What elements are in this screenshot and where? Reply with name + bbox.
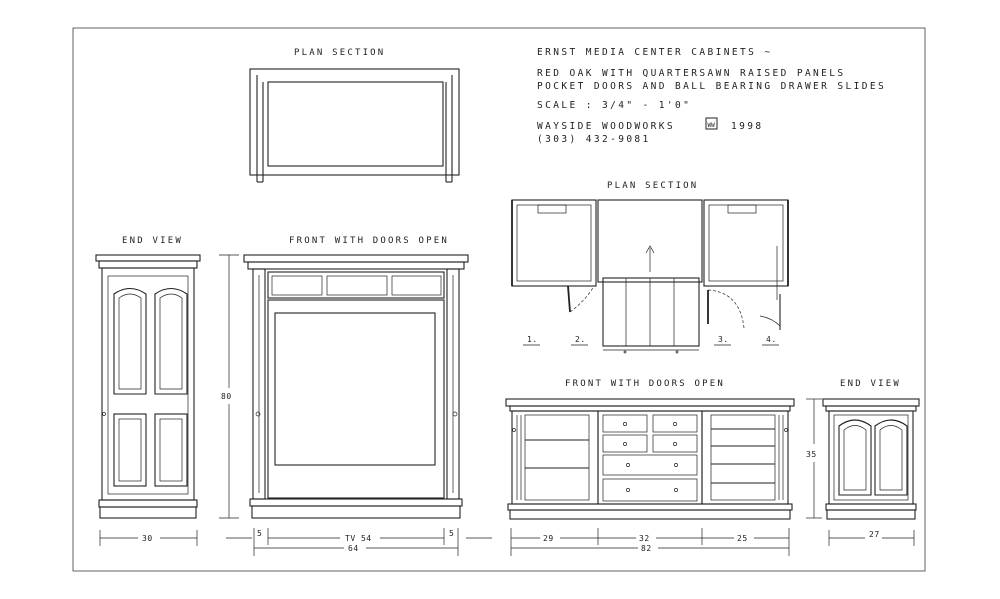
sheet-border: [72, 27, 926, 572]
maker-logo: WW: [705, 117, 718, 130]
year: 1998: [731, 121, 763, 132]
plan-section-top: PLAN SECTION: [249, 48, 460, 183]
dim-tall-tv: TV 54: [345, 534, 372, 543]
plan-marker-2: 2.: [575, 335, 586, 344]
dim-low-total: 82: [641, 544, 652, 553]
end-view-low: END VIEW 27: [822, 379, 920, 546]
dim-tall-height: 80: [221, 392, 232, 401]
title-line-1: ERNST MEDIA CENTER CABINETS ~: [537, 47, 772, 58]
plan-marker-3: 3.: [718, 335, 729, 344]
dim-low-right: 25: [737, 534, 748, 543]
label-plan-section-top: PLAN SECTION: [294, 48, 385, 58]
scale-note: SCALE : 3/4" - 1'0": [537, 100, 691, 111]
dim-tall-left: 5: [257, 529, 262, 538]
front-view-low: FRONT WITH DOORS OPEN: [505, 379, 822, 556]
label-end-view-left: END VIEW: [122, 236, 183, 246]
label-front-tall: FRONT WITH DOORS OPEN: [289, 236, 449, 246]
dim-low-left: 29: [543, 534, 554, 543]
title-line-3: POCKET DOORS AND BALL BEARING DRAWER SLI…: [537, 81, 886, 92]
plan-marker-1: 1.: [527, 335, 538, 344]
dim-end-left-width: 30: [142, 534, 153, 543]
plan-section-right: PLAN SECTION 1. 2. 3.: [511, 181, 789, 354]
front-view-tall: FRONT WITH DOORS OPEN 80: [219, 236, 492, 556]
end-view-tall: END VIEW 30: [95, 236, 201, 546]
label-front-low: FRONT WITH DOORS OPEN: [565, 379, 725, 389]
phone-number: (303) 432-9081: [537, 134, 651, 145]
plan-marker-4: 4.: [766, 335, 777, 344]
dim-low-height: 35: [806, 450, 817, 459]
maker-logo-text: WW: [708, 122, 716, 129]
title-line-2: RED OAK WITH QUARTERSAWN RAISED PANELS: [537, 68, 846, 79]
dim-low-center: 32: [639, 534, 650, 543]
dim-end-right-width: 27: [869, 530, 880, 539]
maker-name: WAYSIDE WOODWORKS: [537, 121, 675, 132]
dim-tall-total: 64: [348, 544, 359, 553]
dim-tall-right: 5: [449, 529, 454, 538]
label-plan-section-right: PLAN SECTION: [607, 181, 698, 191]
label-end-view-right: END VIEW: [840, 379, 901, 389]
title-block: ERNST MEDIA CENTER CABINETS ~ RED OAK WI…: [537, 47, 886, 145]
